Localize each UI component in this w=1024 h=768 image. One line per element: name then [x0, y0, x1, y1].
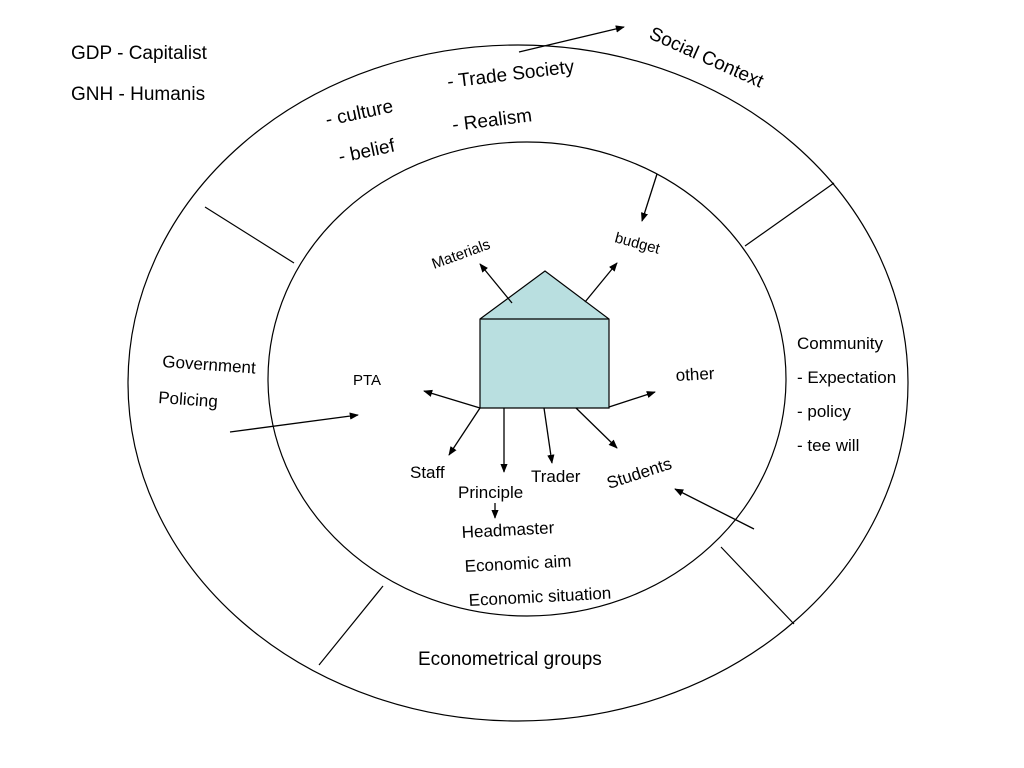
label-community: Community [797, 334, 883, 353]
arrow-to-students [575, 407, 618, 449]
label-social-context: Social Context [646, 23, 767, 92]
label-budget: budget [613, 229, 663, 258]
label-other: other [675, 364, 715, 385]
label-realism: - Realism [451, 105, 533, 136]
label-belief: - belief [337, 135, 398, 168]
arrow-to-social-context [518, 25, 625, 53]
divider-bottom-right [720, 546, 795, 625]
label-government: Government [162, 352, 257, 377]
label-economic-aim: Economic aim [464, 551, 572, 576]
label-policy: - policy [797, 402, 851, 421]
outer-ring [127, 44, 909, 722]
arrow-to-other [608, 391, 656, 408]
label-principle: Principle [458, 483, 523, 502]
label-policing: Policing [158, 388, 219, 411]
label-trader: Trader [531, 467, 581, 486]
arrow-from-social-context [641, 173, 658, 222]
label-staff: Staff [410, 463, 445, 482]
arrow-to-staff [448, 407, 481, 456]
label-trade-society: - Trade Society [446, 56, 576, 92]
arrow-to-trader [543, 407, 555, 464]
inner-ring [267, 141, 787, 617]
arrow-from-government [229, 412, 359, 433]
label-headmaster: Headmaster [461, 518, 555, 542]
divider-bottom-left [318, 585, 384, 666]
label-culture: - culture [324, 96, 396, 131]
legend-gdp: GDP - Capitalist [71, 43, 208, 64]
arrow-to-pta [423, 389, 481, 409]
label-economic-situation: Economic situation [468, 584, 611, 610]
legend-gnh: GNH - Humanis [71, 84, 205, 105]
arrow-from-community [674, 488, 755, 530]
label-students: Students [604, 454, 674, 493]
label-econometrical-groups: Econometrical groups [418, 649, 602, 670]
label-pta: PTA [353, 372, 381, 389]
arrow-to-budget [584, 262, 618, 303]
label-tee-will: - tee will [797, 436, 859, 455]
divider-top-left [204, 206, 295, 264]
label-expectation: - Expectation [797, 368, 896, 387]
arrow-to-materials [479, 263, 513, 304]
divider-top-right [744, 182, 835, 247]
school-house [479, 270, 610, 409]
